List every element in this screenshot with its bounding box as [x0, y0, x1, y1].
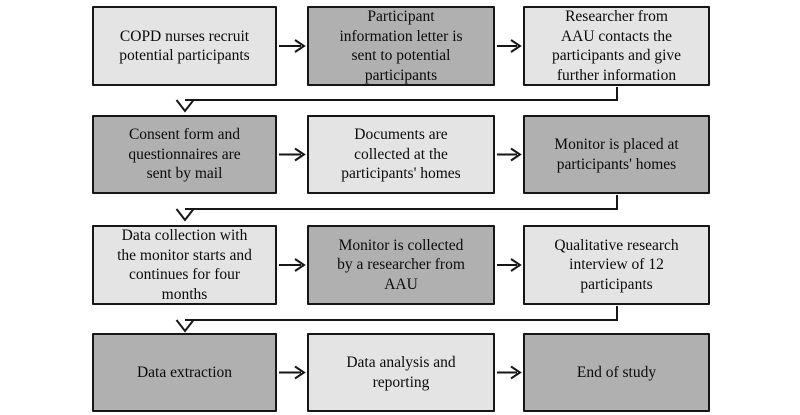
row-connector-2-down-icon: [175, 195, 618, 222]
flow-step-monitor-placed: Monitor is placed at participants' homes: [523, 115, 710, 194]
row-connector-1-down-icon: [175, 87, 618, 113]
flow-arrow-right-r1-2: [497, 39, 522, 53]
row-connector-3-down-icon: [175, 306, 618, 333]
flow-arrow-right-r3-1: [279, 258, 306, 272]
flow-arrow-right-r4-2: [497, 365, 522, 380]
flow-step-information-letter: Participant information letter is sent t…: [307, 6, 495, 86]
flow-step-consent-mail: Consent form and questionnaires are sent…: [92, 115, 277, 194]
flow-step-qualitative-interview: Qualitative research interview of 12 par…: [523, 225, 710, 305]
flow-step-data-collection: Data collection with the monitor starts …: [92, 225, 277, 305]
flow-arrow-right-r4-1: [279, 365, 306, 380]
flow-arrow-right-r2-2: [497, 147, 522, 162]
flow-step-monitor-collected: Monitor is collected by a researcher fro…: [307, 225, 495, 305]
flow-arrow-right-r1-1: [279, 39, 306, 53]
flow-step-data-extraction: Data extraction: [92, 333, 277, 412]
flow-step-data-analysis: Data analysis and reporting: [307, 333, 495, 412]
flow-arrow-right-r3-2: [497, 258, 522, 272]
flow-step-end-of-study: End of study: [523, 333, 710, 412]
flow-step-recruitment: COPD nurses recruit potential participan…: [92, 6, 277, 86]
flow-step-researcher-contact: Researcher from AAU contacts the partici…: [523, 6, 710, 86]
flow-arrow-right-r2-1: [279, 147, 306, 162]
flow-step-documents-collected: Documents are collected at the participa…: [307, 115, 495, 194]
